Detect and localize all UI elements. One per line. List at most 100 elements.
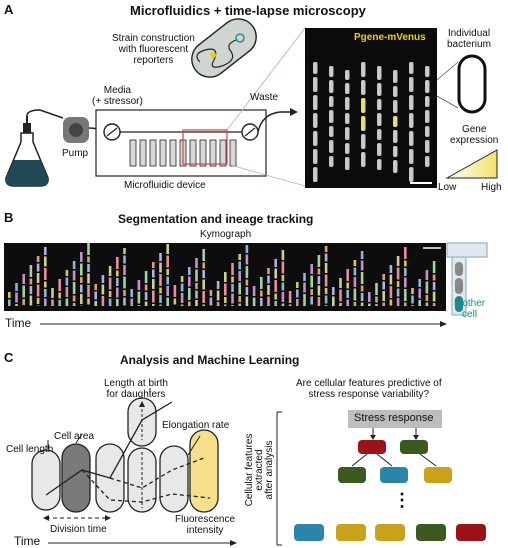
kymograph-cell bbox=[123, 248, 126, 254]
kymograph-cell bbox=[375, 304, 378, 306]
kymograph-cell bbox=[72, 295, 76, 302]
kymograph-cell bbox=[310, 275, 313, 288]
kymograph-cell bbox=[8, 292, 11, 298]
kymograph-cell bbox=[116, 287, 119, 298]
microscopy-cell bbox=[361, 152, 366, 167]
kymograph-cell bbox=[317, 268, 321, 275]
kymograph-cell bbox=[274, 293, 277, 300]
microscopy-cell bbox=[409, 113, 414, 128]
kymograph-cell bbox=[65, 270, 69, 276]
kymograph-cell bbox=[202, 262, 205, 269]
device-channel bbox=[169, 139, 177, 167]
microscopy-cell bbox=[377, 129, 382, 140]
kymograph-cell bbox=[159, 262, 162, 273]
panel-b-time-label: Time bbox=[5, 316, 32, 330]
kymograph-cell bbox=[353, 267, 357, 276]
kymograph-cell bbox=[303, 282, 306, 293]
kymograph-cell bbox=[368, 292, 371, 302]
kymograph-cell bbox=[15, 283, 18, 291]
kymograph-cell bbox=[152, 279, 155, 289]
microscopy-cell bbox=[313, 62, 318, 74]
kymograph-cell bbox=[281, 282, 285, 291]
microscopy-cell bbox=[329, 66, 334, 77]
kymograph-cell bbox=[332, 287, 335, 295]
panel-c-time-label: Time bbox=[14, 534, 41, 548]
kymograph-cell bbox=[44, 268, 47, 280]
kymograph-cell bbox=[94, 291, 97, 300]
kymograph-cell bbox=[44, 281, 47, 288]
device-channel bbox=[159, 139, 167, 167]
tree-node-gold bbox=[424, 467, 452, 483]
kymograph-cell bbox=[123, 276, 126, 289]
microscopy-cell bbox=[329, 140, 334, 153]
kymograph-cell bbox=[324, 274, 328, 287]
microscopy-cell bbox=[345, 97, 350, 110]
kymograph-cell bbox=[382, 281, 385, 290]
kymograph-cells bbox=[8, 243, 436, 306]
kymograph-cell bbox=[303, 273, 306, 281]
microscopy-cell bbox=[377, 83, 382, 96]
kymograph-cell bbox=[396, 281, 400, 287]
kymograph-cell bbox=[418, 288, 421, 299]
kymograph-cell bbox=[159, 253, 162, 261]
kymograph-cell bbox=[404, 277, 407, 288]
kymograph-cell bbox=[195, 258, 198, 268]
kymograph-cell bbox=[310, 296, 313, 305]
kymograph-cell bbox=[432, 261, 436, 273]
kymograph-cell bbox=[353, 260, 357, 266]
kymograph-cell bbox=[72, 282, 76, 294]
device-channels bbox=[129, 139, 237, 167]
kymograph-cell bbox=[116, 257, 119, 269]
kymograph-cell bbox=[58, 279, 61, 291]
kymograph-cell bbox=[202, 279, 205, 290]
kymograph-cell bbox=[29, 278, 33, 285]
kymograph-cell bbox=[188, 276, 191, 287]
kymograph-cell bbox=[51, 288, 54, 298]
kymograph-cell bbox=[382, 291, 385, 301]
kymograph-cell bbox=[360, 251, 364, 259]
kymograph-cell bbox=[36, 263, 40, 272]
microscopy-cell bbox=[329, 156, 334, 167]
kymograph-cell bbox=[36, 305, 40, 306]
kymograph-cell bbox=[159, 274, 162, 286]
cell-area-label: Cell area bbox=[54, 431, 95, 442]
kymograph-cell bbox=[432, 274, 436, 281]
microscopy-cell bbox=[377, 143, 382, 156]
microscopy-image bbox=[305, 28, 437, 188]
kymograph-cell bbox=[274, 259, 277, 267]
fluorescence-intensity-label: Fluorescence intensity bbox=[175, 514, 236, 536]
kymograph-cell bbox=[425, 270, 429, 280]
microscopy-cell bbox=[425, 126, 430, 137]
individual-bacterium-label: Individual bacterium bbox=[447, 28, 491, 50]
kymograph-cell bbox=[418, 300, 421, 306]
microscopy-cell bbox=[393, 100, 398, 113]
microscopy-cell bbox=[329, 110, 334, 123]
kymograph-cell bbox=[166, 286, 169, 296]
kymograph-cell bbox=[152, 290, 155, 303]
microscopy-cell bbox=[425, 80, 430, 93]
microscopy-cell bbox=[313, 167, 318, 182]
kymograph-cell bbox=[281, 303, 285, 306]
kymograph-cell bbox=[346, 299, 349, 306]
device-channel bbox=[189, 139, 197, 167]
kymograph-cell bbox=[245, 266, 249, 278]
kymograph-cell bbox=[224, 272, 227, 282]
strain-bacterium-icon bbox=[191, 18, 257, 78]
device-channel bbox=[199, 139, 207, 167]
pump-label: Pump bbox=[62, 148, 89, 159]
media-label: Media (+ stressor) bbox=[92, 85, 143, 107]
kymograph-cell bbox=[360, 285, 364, 292]
kymograph-cell bbox=[404, 247, 407, 259]
kymograph-cell bbox=[116, 278, 119, 286]
device-label: Microfluidic device bbox=[124, 180, 206, 191]
tree-node-green-2 bbox=[338, 467, 366, 483]
kymograph-cell bbox=[130, 298, 133, 306]
kymograph-cell bbox=[346, 290, 349, 298]
microscopy-cell bbox=[345, 143, 350, 154]
kymograph-cell bbox=[29, 265, 33, 277]
kymograph-cell bbox=[411, 305, 414, 306]
kymograph-cell bbox=[303, 294, 306, 306]
microscopy-cell bbox=[313, 131, 318, 146]
microscopy-cell bbox=[425, 140, 430, 153]
reporter-label: Pgene-mVenus bbox=[354, 32, 426, 43]
